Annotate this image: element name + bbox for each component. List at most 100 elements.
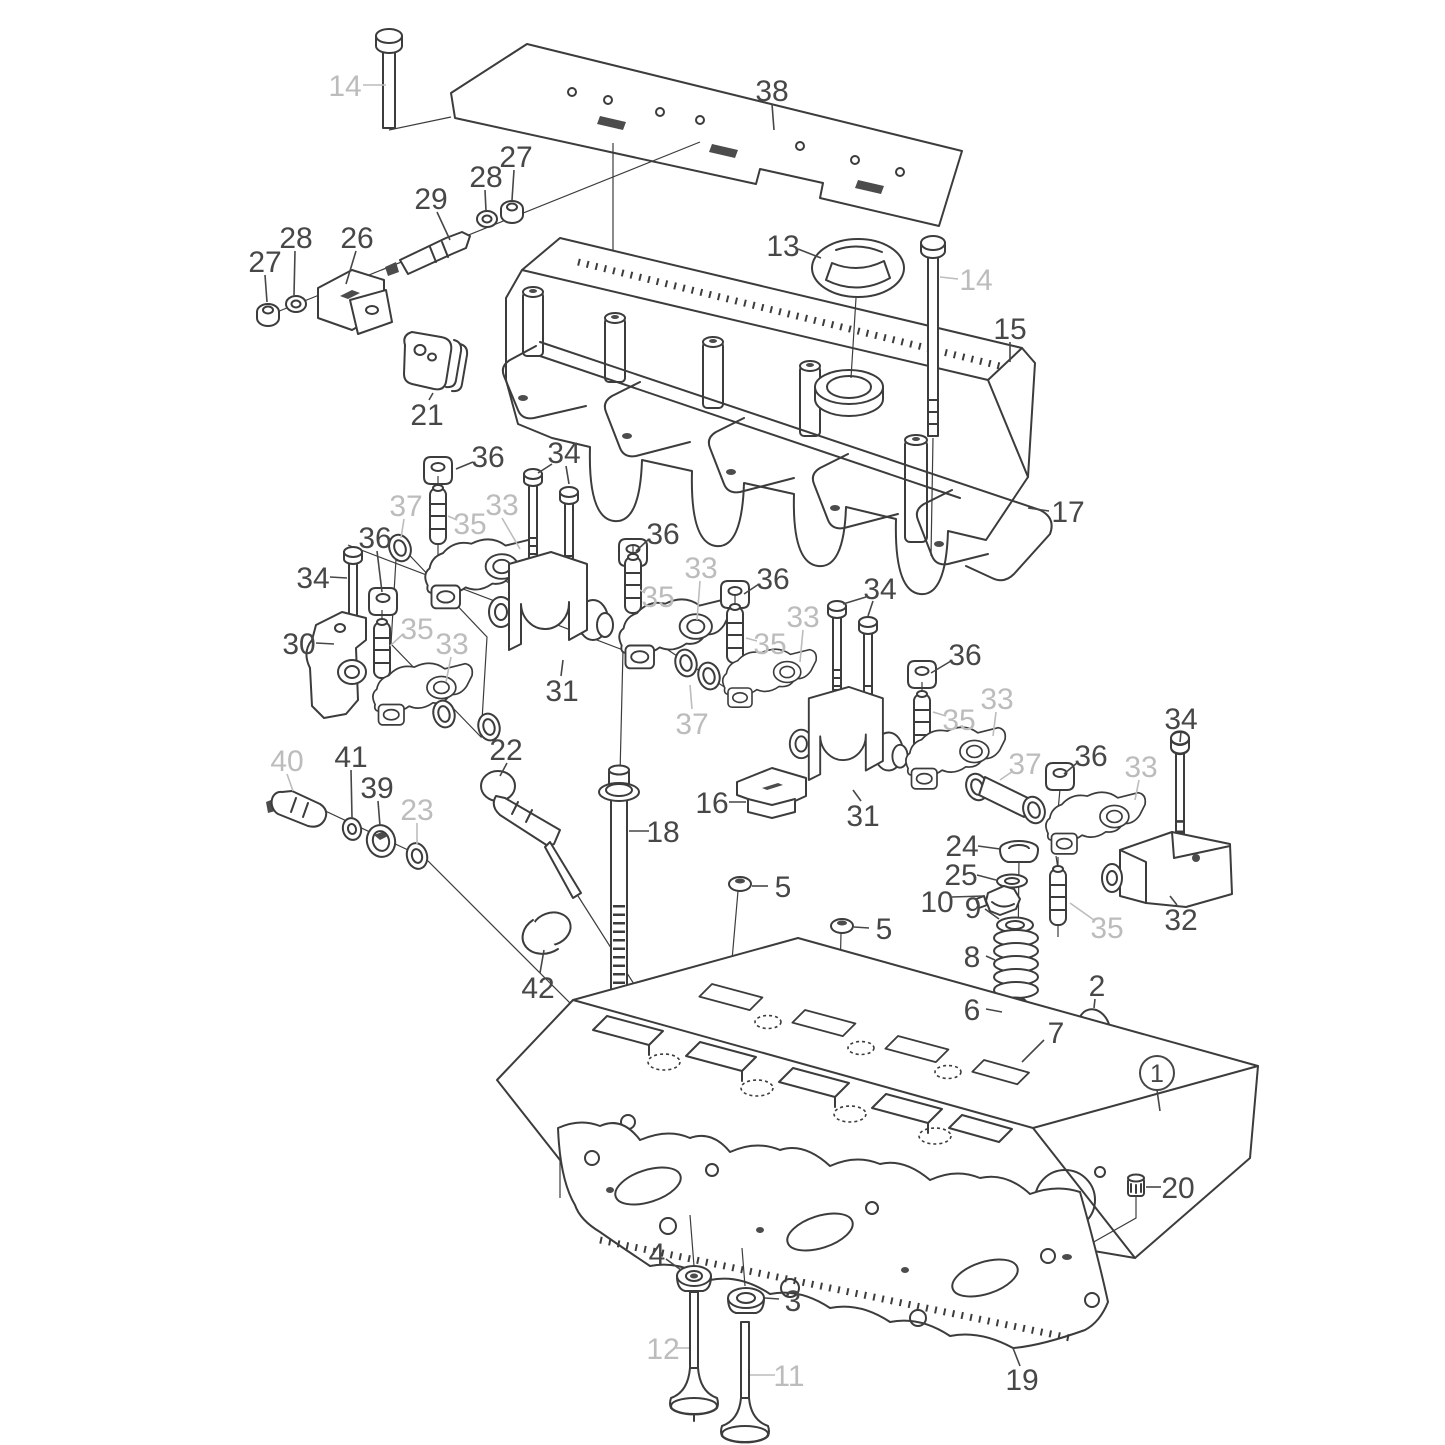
callout-leader-34-31 [842,596,867,605]
callout-label-21-11: 21 [410,399,443,432]
callout-label-15-10: 15 [993,313,1026,346]
callout-label-35-52: 35 [1090,912,1123,945]
bolt-14-right [920,235,946,557]
callout-leader-9-50 [984,908,1000,920]
callout-label-3-63: 3 [785,1285,802,1318]
sensor-cluster-39-41 [266,790,661,1094]
callout-leader-40-42 [286,773,294,792]
callout-leader-41-43 [350,769,353,819]
pivot-bracket-30 [305,611,367,719]
valve-cover-gasket-17 [501,341,1053,582]
o-ring-37 [694,659,724,693]
callout-leader-25-48 [976,874,997,881]
callout-label-33-39: 33 [1124,751,1157,784]
oil-filler-cap-13 [811,238,905,379]
callout-label-1-60: 1 [1150,1060,1164,1088]
callout-leader-34-31 [867,600,874,617]
callout-label-20-61: 20 [1161,1172,1194,1205]
callout-leader-36-38 [1063,761,1079,775]
callout-label-16-32: 16 [695,787,728,820]
callout-leader-39-44 [377,800,381,827]
callout-label-7-59: 7 [1048,1017,1065,1050]
callout-leader-35-29 [745,637,758,642]
callout-leader-31-26 [560,659,564,677]
callout-label-35-16: 35 [453,508,486,541]
rocker-group-left [305,546,504,744]
callout-label-5-54: 5 [876,913,893,946]
mounting-plate-38 [450,43,963,322]
callout-leader-36-34 [930,660,952,674]
callout-label-33-17: 33 [485,489,518,522]
adjuster-35 [1049,856,1067,938]
o-ring-37 [671,646,701,680]
callout-leader-10-49 [951,895,985,898]
callout-leader-37-37 [999,770,1014,781]
callout-leader-24-47 [977,845,1001,850]
valve-seals-3-4 [676,1214,765,1314]
cap-5 [830,918,854,934]
callout-label-33-30: 33 [786,601,819,634]
callout-leader-1-60 [1156,1089,1161,1112]
callout-leader-13-8 [797,248,822,259]
cup-plug-42 [521,911,572,955]
valve-12 [669,1291,719,1422]
callout-label-33-22: 33 [684,552,717,585]
callout-label-36-12: 36 [471,441,504,474]
callout-label-29-4: 29 [414,183,447,216]
pivot-bracket-31 [788,685,909,781]
callout-leader-5-54 [853,926,870,929]
spacer-16 [736,767,807,819]
callout-leader-3-63 [764,1297,780,1300]
callout-leader-33-17 [501,517,521,550]
callout-label-25-48: 25 [944,859,977,892]
rocker-group-center [618,538,909,819]
callout-leader-42-56 [539,949,545,974]
callout-label-36-20: 36 [646,518,679,551]
callout-leader-21-11 [428,392,434,401]
callout-leader-6-58 [985,1008,1003,1013]
callout-label-30-23: 30 [282,628,315,661]
callout-leader-33-39 [1134,779,1140,801]
callout-leader-34-40 [1179,731,1182,743]
callout-label-5-51: 5 [775,871,792,904]
adjuster-35 [429,475,447,557]
callout-leader-35-52 [1069,902,1095,921]
callout-label-18-46: 18 [646,816,679,849]
callout-label-6-58: 6 [964,994,981,1027]
valve-11 [720,1321,770,1444]
callout-label-8-55: 8 [964,941,981,974]
callout-leader-34-19 [329,576,348,579]
callout-leader-22-41 [499,762,508,777]
callout-label-35-24: 35 [400,613,433,646]
nut-36 [1045,762,1075,791]
callout-circle-1 [1139,1055,1175,1091]
callout-label-36-18: 36 [358,522,391,555]
callout-label-31-33: 31 [846,800,879,833]
callout-label-41-43: 41 [334,741,367,774]
callout-leader-2-57 [1093,998,1096,1009]
callout-label-34-19: 34 [296,562,329,595]
callout-leader-36-20 [635,538,650,552]
callout-label-24-47: 24 [945,830,978,863]
callout-leader-33-30 [799,629,804,663]
callout-leader-28-3 [484,189,487,212]
callout-label-34-13: 34 [547,437,580,470]
callout-label-33-36: 33 [980,683,1013,716]
callout-leader-35-24 [389,633,404,647]
callout-leader-28-6 [293,250,296,296]
callout-leader-35-35 [932,711,947,717]
callout-label-35-35: 35 [942,704,975,737]
callout-leader-36-18 [376,550,383,593]
callout-leader-35-21 [639,589,646,594]
callout-leader-27-2 [511,169,515,201]
callout-label-37-27: 37 [675,708,708,741]
seal-3 [727,1287,765,1314]
callout-label-12-64: 12 [646,1333,679,1366]
rotator-10 [975,885,1021,916]
rocker-arm-33 [1045,791,1147,855]
callout-label-23-45: 23 [400,794,433,827]
callout-label-17-14: 17 [1051,496,1084,529]
washer-25 [996,873,1028,889]
